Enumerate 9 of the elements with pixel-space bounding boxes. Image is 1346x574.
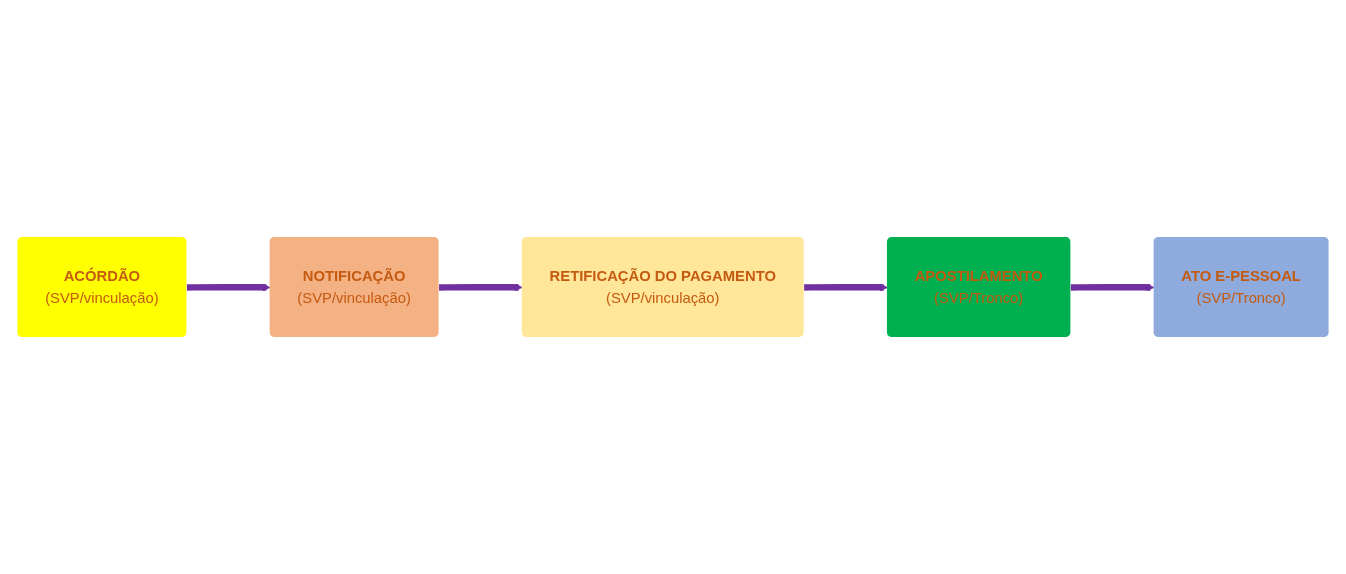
- node-box: ATO E-PESSOAL (SVP/Tronco): [1153, 237, 1329, 337]
- node-box: ACÓRDÃO (SVP/vinculação): [17, 237, 187, 337]
- node-box: APOSTILAMENTO (SVP/Tronco): [886, 237, 1071, 337]
- node-box: RETIFICAÇÃO DO PAGAMENTO (SVP/vinculação): [521, 237, 804, 337]
- arrow: [186, 283, 271, 292]
- arrow: [804, 283, 888, 292]
- node-box: NOTIFICAÇÃO (SVP/vinculação): [269, 237, 439, 337]
- arrow: [439, 283, 523, 292]
- arrow: [1070, 283, 1155, 292]
